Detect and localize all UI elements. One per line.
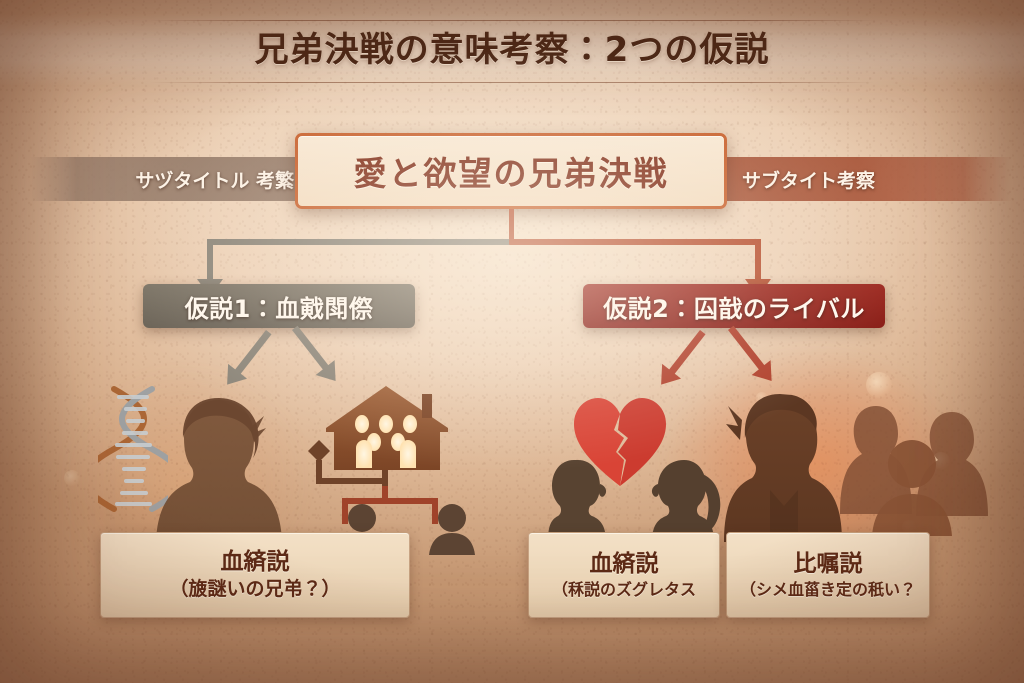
background-vignette xyxy=(0,0,1024,683)
infographic-canvas: 兄弟決戦の意味考察：2つの仮説 サヅタイトル 考繁 サブタイト考察 愛と欲望の兄… xyxy=(0,0,1024,683)
